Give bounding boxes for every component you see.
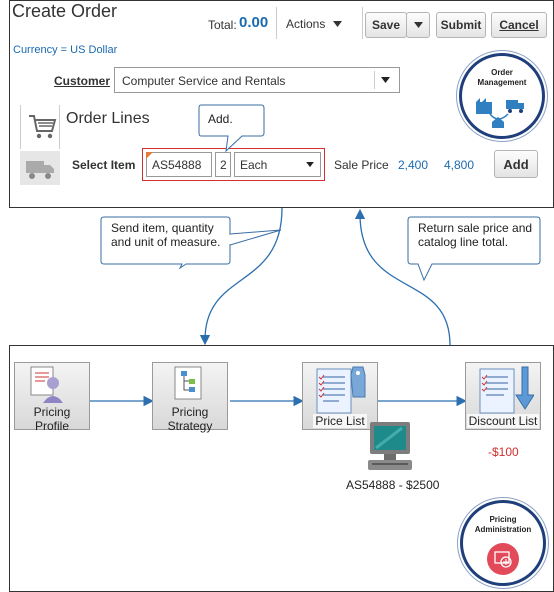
customer-field[interactable]: Computer Service and Rentals [114, 67, 400, 93]
pricing-flow-arrows [90, 395, 467, 407]
toolbar-divider [362, 7, 363, 39]
truck-icon [26, 161, 54, 179]
quantity-field[interactable]: 2 [215, 152, 231, 177]
add-button[interactable]: Add [494, 150, 538, 178]
uom-field[interactable]: Each [234, 152, 321, 177]
submit-button[interactable]: Submit [436, 12, 486, 38]
send-flow-arrow [199, 207, 283, 346]
actions-menu[interactable]: Actions [286, 17, 342, 31]
computer-icon [368, 422, 412, 470]
caret-down-icon [306, 162, 314, 168]
caret-down-icon [381, 76, 390, 83]
strategy-label-line2: Strategy [167, 419, 213, 433]
save-button[interactable]: Save [365, 12, 407, 38]
sale-price-value: 2,400 [398, 158, 429, 172]
discount-list-icon [479, 366, 534, 414]
badge-label-line1: Order [491, 68, 513, 77]
item-field[interactable]: AS54888 [146, 152, 212, 177]
customer-label: Customer [54, 74, 111, 88]
item-entry-highlight [142, 148, 325, 181]
add-callout-bubble [198, 104, 265, 153]
profile-label-line1: Pricing [33, 405, 71, 419]
pricing-administration-badge: Pricing Administration [460, 500, 546, 586]
badge-label-line2: Administration [474, 525, 532, 534]
pricing-administration-panel: Pricing Profile Pricing Strategy Price L… [9, 345, 554, 592]
strategy-label-line1: Pricing [171, 405, 209, 419]
pricing-strategy-node[interactable]: Pricing Strategy [152, 362, 228, 433]
toolbar-divider [276, 7, 277, 39]
uom-value: Each [240, 158, 268, 172]
caret-down-icon [413, 21, 423, 28]
price-list-label: Price List [313, 414, 367, 428]
profile-label-line2: Profile [34, 419, 69, 433]
price-list-node[interactable]: Price List [302, 362, 378, 430]
currency-label: Currency = US Dollar [13, 44, 118, 56]
sale-price-label: Sale Price [334, 158, 389, 172]
total-value: 0.00 [239, 14, 269, 31]
badge-label-line2: Management [477, 78, 527, 87]
select-item-label: Select Item [72, 158, 136, 172]
badge-label-line1: Pricing [489, 515, 517, 524]
return-flow-arrow [354, 208, 451, 346]
pricing-profile-node[interactable]: Pricing Profile [14, 362, 90, 433]
discount-list-label: Discount List [466, 414, 540, 428]
caret-down-icon [332, 21, 342, 28]
discount-list-node[interactable]: Discount List [465, 362, 541, 430]
save-options-button[interactable] [406, 12, 430, 38]
required-flag-icon [146, 152, 153, 159]
item-price-label: AS54888 - $2500 [346, 478, 440, 492]
order-lines-title: Order Lines [66, 110, 150, 127]
line-total-value: 4,800 [444, 158, 475, 172]
order-management-badge: Order Management [459, 53, 545, 139]
price-list-tag-icon [316, 366, 366, 414]
return-callout-text: Return sale price and catalog line total… [418, 221, 533, 249]
hierarchy-icon [174, 366, 202, 400]
truck-icon-tab [20, 151, 60, 185]
total-label: Total: [208, 18, 237, 32]
page-title: Create Order [12, 1, 118, 21]
person-document-icon [30, 366, 63, 403]
order-management-panel: Create Order Total: 0.00 Actions Save Su… [9, 0, 554, 208]
factory-truck-house-icon [476, 98, 524, 128]
price-tag-icon [487, 543, 519, 575]
customer-dropdown-button[interactable] [374, 71, 396, 89]
cart-icon [29, 115, 57, 139]
cart-icon-tab [20, 105, 60, 149]
add-callout-text: Add. [208, 112, 233, 126]
discount-value: -$100 [488, 445, 519, 459]
send-callout-text: Send item, quantity and unit of measure. [111, 221, 221, 249]
cancel-button[interactable]: Cancel [491, 12, 547, 38]
actions-label: Actions [286, 17, 326, 31]
